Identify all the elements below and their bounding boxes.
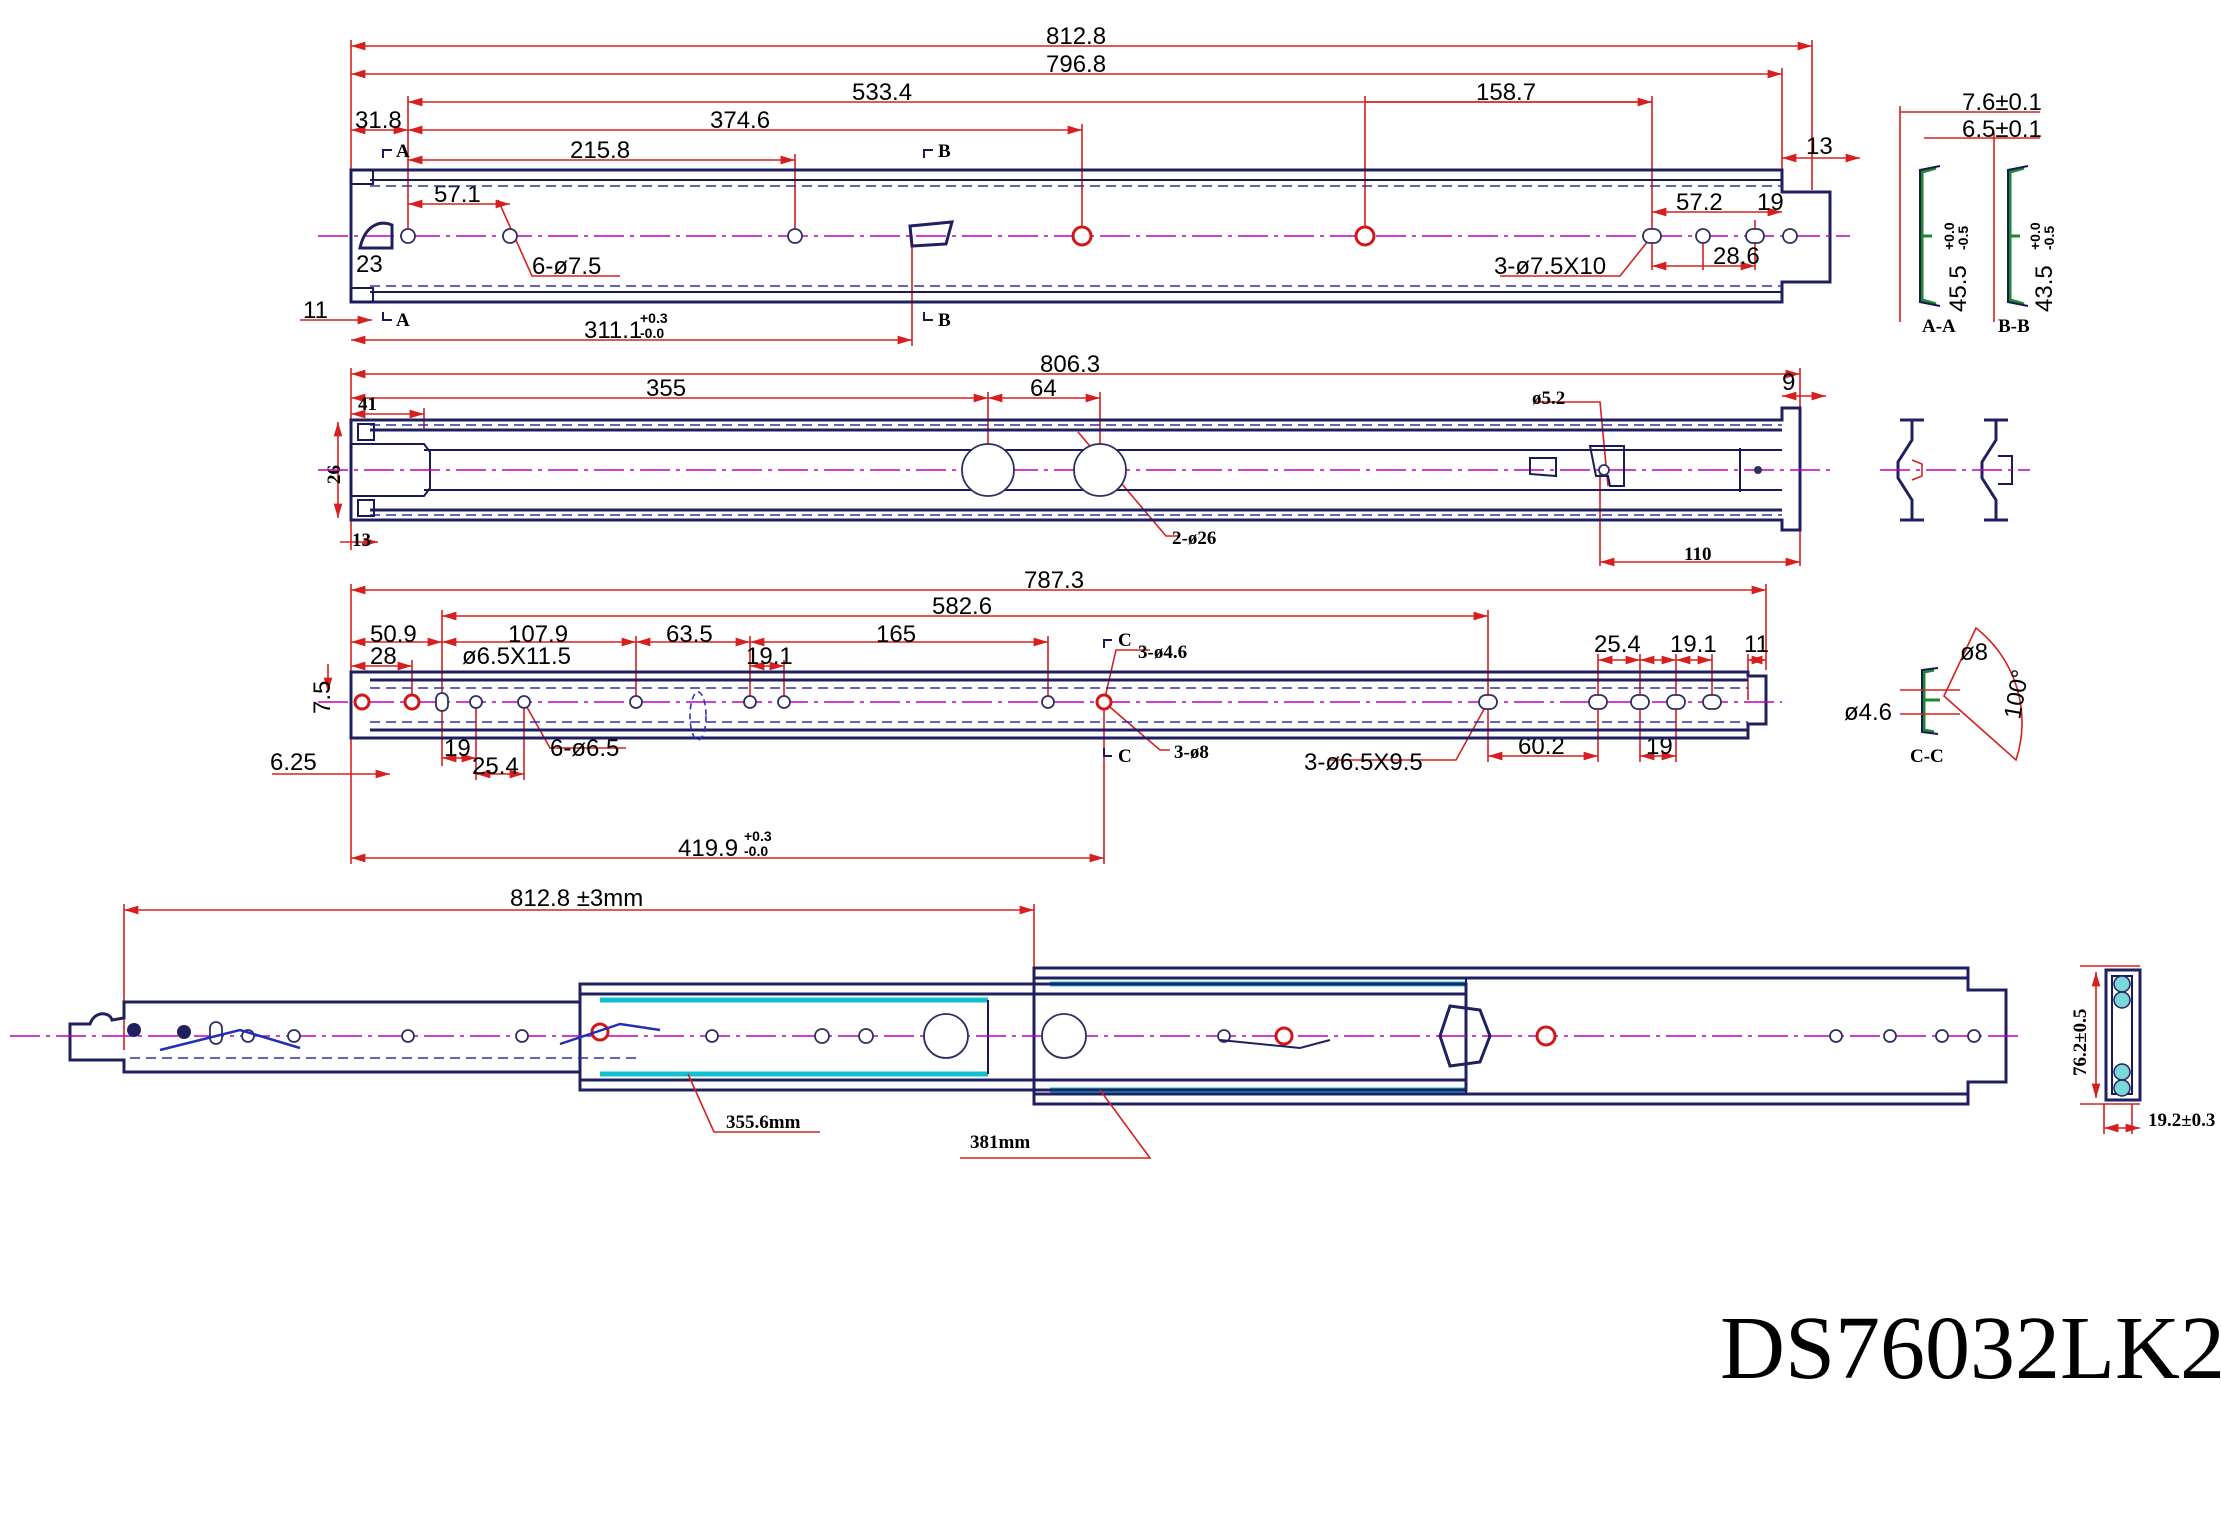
tol-4199-up: +0.3 bbox=[744, 828, 772, 844]
dim3-28: 28 bbox=[370, 643, 397, 670]
dim-572: 57.2 bbox=[1676, 189, 1723, 216]
section-tol-dn-2: -0.5 bbox=[2041, 226, 2057, 250]
section-mark-b-top: B bbox=[938, 141, 951, 162]
sections-ab: 7.6±0.1 6.5±0.1 45.5 +0.0 -0.5 43.5 +0.0… bbox=[1899, 89, 2058, 337]
dim-57: 57.1 bbox=[434, 181, 481, 208]
view-inner-member: 787.3 582.6 50.9 28 107.9 63.5 165 19.1 … bbox=[270, 567, 1782, 864]
section-mark-b-bottom: B bbox=[938, 310, 951, 331]
rail-outer bbox=[318, 168, 1850, 304]
view-intermediate-member: 806.3 355 64 9 41 ø5.2 2-ø26 110 13 26 bbox=[318, 351, 1830, 567]
view-outer-member: 812.8 796.8 533.4 158.7 374.6 215.8 31.8… bbox=[300, 23, 1860, 346]
dim3-165: 165 bbox=[876, 621, 916, 648]
assembly-d381: 381mm bbox=[970, 1132, 1030, 1153]
dim3-h8: 3-ø8 bbox=[1174, 742, 1209, 763]
dim2-355: 355 bbox=[646, 375, 686, 402]
dim-overall: 812.8 bbox=[1046, 23, 1106, 50]
dimension-lines-3 bbox=[272, 584, 1767, 864]
dim3-254b: 25.4 bbox=[1594, 631, 1641, 658]
dim3-191a: 19.1 bbox=[746, 643, 793, 670]
section-tol-dn-1: -0.5 bbox=[1955, 226, 1971, 250]
dim-286: 28.6 bbox=[1713, 243, 1760, 270]
dim-slots: 3-ø7.5X10 bbox=[1494, 253, 1606, 280]
dim3-1079: 107.9 bbox=[508, 621, 568, 648]
dim-158: 158.7 bbox=[1476, 79, 1536, 106]
view-assembly: 812.8 ±3mm bbox=[10, 885, 2018, 1159]
dimension-texts-3: 787.3 582.6 50.9 28 107.9 63.5 165 19.1 … bbox=[270, 567, 1769, 862]
section-mark-a-top: A bbox=[396, 141, 410, 162]
dim-inner: 796.8 bbox=[1046, 51, 1106, 78]
tol-4199-dn: -0.0 bbox=[744, 843, 768, 859]
dim3-75: 7.5 bbox=[309, 681, 336, 714]
section-cc: ø4.6 ø8 100° C-C bbox=[1844, 626, 2035, 767]
dim3-625: 6.25 bbox=[270, 749, 317, 776]
section-marks-c: C C bbox=[1103, 630, 1132, 767]
dim-13: 13 bbox=[1806, 133, 1833, 160]
section-tol-up-1: +0.0 bbox=[1941, 222, 1957, 250]
dim3-overall: 787.3 bbox=[1024, 567, 1084, 594]
dim3-11: 11 bbox=[1744, 631, 1769, 658]
dim-374: 374.6 bbox=[710, 107, 770, 134]
assembly-end-profile: 76.2±0.5 19.2±0.3 bbox=[2070, 965, 2215, 1134]
profile-sections-2 bbox=[1880, 418, 2030, 522]
section-mark-a-bottom: A bbox=[396, 310, 410, 331]
tol-311-up: +0.3 bbox=[640, 310, 668, 326]
dim3-h46: 3-ø4.6 bbox=[1138, 642, 1187, 663]
dim-holes: 6-ø7.5 bbox=[532, 253, 601, 280]
dim2-64: 64 bbox=[1030, 375, 1057, 402]
dim2-overall: 806.3 bbox=[1040, 351, 1100, 378]
dim3-254a: 25.4 bbox=[472, 753, 519, 780]
rail-inner bbox=[318, 670, 1782, 741]
dim2-9: 9 bbox=[1782, 369, 1795, 396]
dim2-26: 26 bbox=[324, 465, 345, 484]
dim3-4199: 419.9 bbox=[678, 835, 738, 862]
section-label-bb: B-B bbox=[1998, 316, 2030, 337]
rail-intermediate bbox=[318, 406, 1830, 532]
dim-311: 311.1 bbox=[584, 317, 642, 344]
dim3-635: 63.5 bbox=[666, 621, 713, 648]
assembly-travel: 812.8 ±3mm bbox=[510, 885, 643, 912]
dimension-lines bbox=[300, 40, 1860, 346]
section-mark-c-top: C bbox=[1118, 630, 1132, 651]
section-height-2: 43.5 bbox=[2031, 265, 2058, 312]
section-width-2: 6.5±0.1 bbox=[1962, 116, 2042, 143]
dim-11: 11 bbox=[303, 297, 328, 324]
dim2-110: 110 bbox=[1684, 544, 1711, 565]
section-label-cc: C-C bbox=[1910, 746, 1944, 767]
dim3-span: 582.6 bbox=[932, 593, 992, 620]
dim-215: 215.8 bbox=[570, 137, 630, 164]
assembly-height: 76.2±0.5 bbox=[2070, 1009, 2091, 1076]
section-mark-c-bottom: C bbox=[1118, 746, 1132, 767]
dimension-texts: 812.8 796.8 533.4 158.7 374.6 215.8 31.8… bbox=[303, 23, 1833, 344]
dim3-191b: 19.1 bbox=[1670, 631, 1717, 658]
section-marks-ab: A A B B bbox=[382, 141, 951, 331]
dim-31: 31.8 bbox=[355, 107, 402, 134]
dim2-holes: 2-ø26 bbox=[1172, 528, 1216, 549]
section-label-aa: A-A bbox=[1922, 316, 1956, 337]
dim-span: 533.4 bbox=[852, 79, 912, 106]
dim3-slots: 3-ø6.5X9.5 bbox=[1304, 749, 1423, 776]
dim-19: 19 bbox=[1757, 189, 1784, 216]
section-c-angle: 100° bbox=[1999, 667, 2034, 721]
section-tol-up-2: +0.0 bbox=[2027, 222, 2043, 250]
dimension-texts-2: 806.3 355 64 9 41 ø5.2 2-ø26 110 13 26 bbox=[324, 351, 1795, 565]
section-c-d8: ø8 bbox=[1960, 639, 1988, 666]
dim3-509: 50.9 bbox=[370, 621, 417, 648]
assembly-d3556: 355.6mm bbox=[726, 1112, 801, 1133]
section-width-1: 7.6±0.1 bbox=[1962, 89, 2042, 116]
dim2-13: 13 bbox=[352, 530, 371, 551]
section-height-1: 45.5 bbox=[1945, 265, 1972, 312]
section-c-d46: ø4.6 bbox=[1844, 699, 1892, 726]
dim2-52: ø5.2 bbox=[1532, 388, 1565, 409]
dim3-slot: ø6.5X11.5 bbox=[462, 643, 571, 670]
tol-311-dn: -0.0 bbox=[640, 325, 664, 341]
model-number: DS76032LK2 bbox=[1720, 1299, 2221, 1398]
assembly-width: 19.2±0.3 bbox=[2148, 1110, 2215, 1131]
dim2-41: 41 bbox=[358, 394, 377, 415]
dim-23: 23 bbox=[356, 251, 383, 278]
